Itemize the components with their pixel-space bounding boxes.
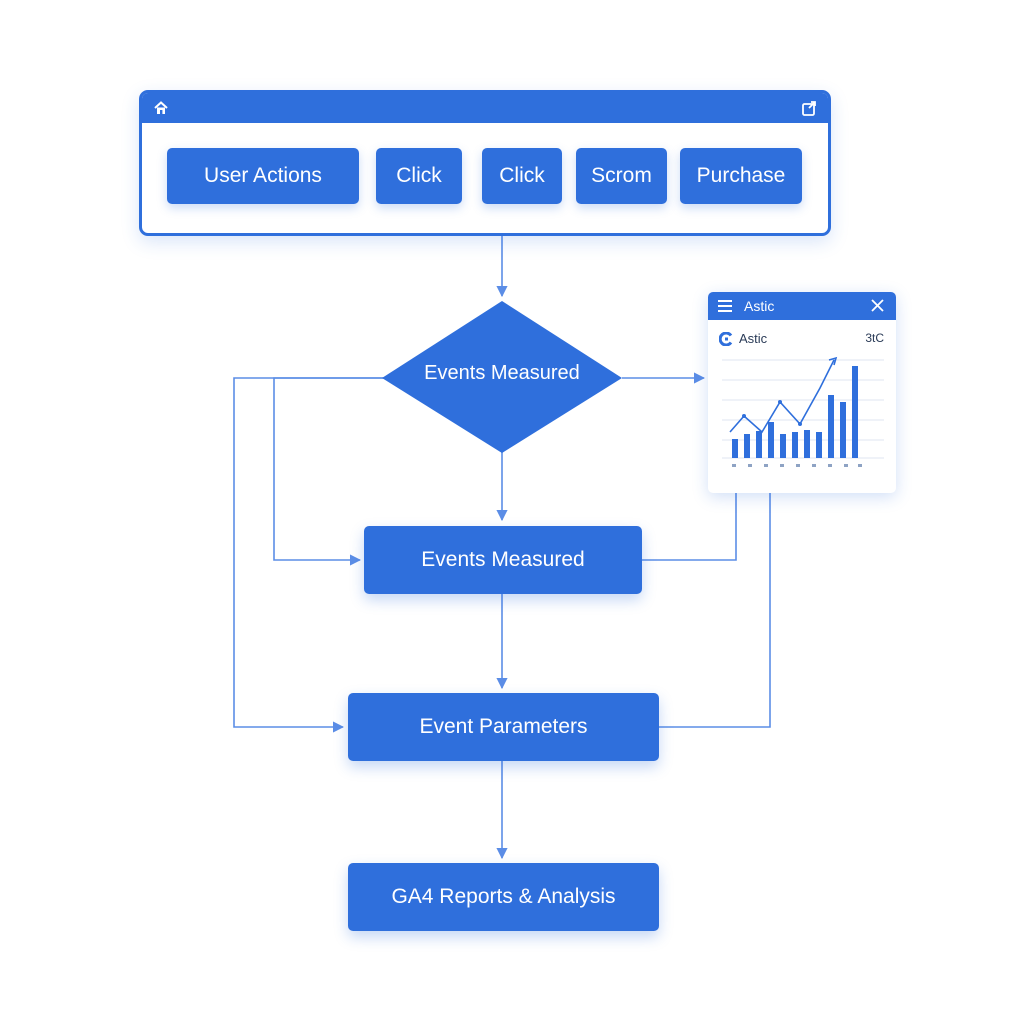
chart-trend-line xyxy=(729,359,835,434)
chart-bar xyxy=(780,434,786,458)
close-icon[interactable] xyxy=(871,299,884,312)
chart-bar xyxy=(768,422,774,458)
chart-bar xyxy=(744,434,750,458)
purchase-button[interactable]: Purchase xyxy=(680,148,802,204)
analytics-card: Astic Astic 3tC xyxy=(708,292,896,493)
chart-point xyxy=(778,400,782,404)
chart-point xyxy=(742,414,746,418)
chart-bar xyxy=(732,439,738,458)
connector-card-to-parameters xyxy=(659,493,771,728)
menu-icon[interactable] xyxy=(718,300,732,312)
card-title: Astic xyxy=(744,298,775,314)
chart-bar xyxy=(756,431,762,458)
click-button[interactable]: Click xyxy=(376,148,462,204)
chart-point xyxy=(798,422,802,426)
user-actions-button[interactable]: User Actions xyxy=(167,148,359,204)
chart-bar xyxy=(816,432,822,458)
card-title-bar: Astic xyxy=(708,292,896,320)
ga4-reports-node: GA4 Reports & Analysis xyxy=(348,863,659,931)
chart-bar xyxy=(840,402,846,458)
connector-card-to-events xyxy=(642,493,737,561)
trend-chart xyxy=(722,356,884,467)
card-subtitle: Astic xyxy=(739,331,768,346)
decision-label: Events Measured xyxy=(424,362,580,384)
decision-diamond xyxy=(382,301,622,453)
home-icon[interactable] xyxy=(152,99,170,117)
card-value: 3tC xyxy=(865,331,884,345)
chart-bar xyxy=(792,432,798,458)
analytics-logo-icon xyxy=(719,332,733,346)
window-title-bar xyxy=(142,93,828,123)
share-icon[interactable] xyxy=(800,99,818,117)
event-parameters-node: Event Parameters xyxy=(348,693,659,761)
chart-bar xyxy=(804,430,810,458)
scroll-button[interactable]: Scrom xyxy=(576,148,667,204)
connector-loop-outer xyxy=(233,377,384,733)
events-measured-node: Events Measured xyxy=(364,526,642,594)
chart-bar xyxy=(828,395,834,458)
chart-tick-marks xyxy=(732,464,862,467)
chart-bar xyxy=(852,366,858,458)
click-button-2[interactable]: Click xyxy=(482,148,562,204)
chart-trend-arrowhead xyxy=(828,356,838,366)
